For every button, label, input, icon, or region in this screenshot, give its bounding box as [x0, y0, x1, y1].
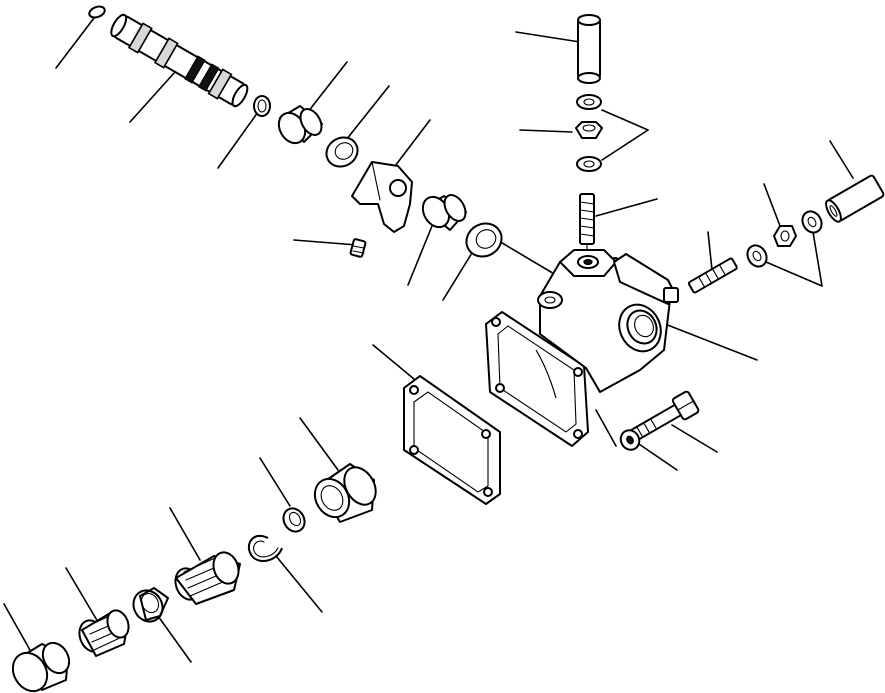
- leader-end-cap: [3, 603, 31, 651]
- piston-icon: [313, 463, 377, 523]
- o-ring-icon: [253, 95, 271, 117]
- leader-o-ring-small: [217, 111, 259, 169]
- leader-spring-seat: [157, 615, 192, 663]
- washer-hole-2: [583, 160, 595, 168]
- leader-bushing-middle: [407, 225, 433, 286]
- nut-icon: [575, 121, 603, 139]
- washer-hole: [583, 98, 595, 106]
- leader-bolt: [671, 424, 718, 453]
- nut-icon: [773, 225, 797, 247]
- screw-thread-b: [352, 250, 365, 254]
- leader-piston: [299, 417, 339, 471]
- leader-valve-housing: [664, 323, 758, 361]
- stud-thread-4: [579, 225, 595, 229]
- leader-spring-small: [65, 567, 99, 623]
- bore-shade: [535, 349, 557, 399]
- snap-ring-icon: [247, 535, 283, 563]
- leader-lever: [391, 119, 431, 171]
- leader-washer-right-a: [765, 261, 823, 287]
- leader-snap-ring: [275, 555, 323, 613]
- bolt-icon: [629, 390, 700, 442]
- leader-o-ring-top-left: [55, 17, 95, 69]
- lever-icon: [351, 161, 413, 233]
- leader-washer-top-b: [601, 129, 649, 161]
- leader-spring-large: [169, 507, 201, 561]
- stud-icon: [579, 193, 595, 273]
- leader-cap-top: [515, 31, 581, 43]
- leader-ring: [259, 457, 291, 507]
- leader-stud-right: [707, 231, 713, 271]
- spring-icon: [174, 551, 241, 605]
- leader-nut-top: [519, 129, 573, 133]
- leader-seal-upper: [345, 85, 390, 141]
- cap-icon: [11, 641, 71, 693]
- leader-valve-spool: [129, 71, 176, 123]
- leader-housing-bottom-a: [595, 409, 617, 447]
- seal-icon: [465, 222, 503, 258]
- cap-icon: [825, 174, 885, 223]
- washer-icon: [746, 244, 768, 268]
- housing-icon: [485, 249, 679, 447]
- o-ring-inner: [257, 99, 267, 113]
- leader-cap-right: [829, 140, 854, 179]
- stud-thread-1: [579, 201, 595, 205]
- stud-thread-3: [579, 217, 595, 221]
- washer-icon: [576, 156, 602, 172]
- o-ring-icon: [88, 5, 106, 19]
- leader-washer-bolt: [635, 441, 678, 471]
- leader-set-screw: [293, 239, 358, 246]
- stud-thread-2: [579, 209, 595, 213]
- screw-icon: [349, 238, 367, 258]
- bushing-icon: [277, 105, 323, 145]
- cap-icon: [577, 14, 601, 84]
- leader-washer-top-a: [601, 109, 649, 131]
- screw-thread-a: [352, 245, 365, 249]
- washer-icon: [801, 210, 823, 234]
- spool-icon: [110, 13, 249, 108]
- leader-nut-right: [763, 183, 781, 227]
- stud-thread-5: [579, 233, 595, 237]
- ring-icon: [282, 507, 306, 533]
- leader-lines: [3, 17, 854, 663]
- seal-icon: [325, 136, 359, 168]
- leader-seal-middle: [442, 247, 476, 301]
- nut-hole: [582, 124, 596, 132]
- washer-icon: [619, 429, 641, 451]
- bushing-icon: [421, 194, 467, 231]
- lever-edge: [371, 161, 381, 201]
- leader-housing-top: [491, 236, 557, 276]
- washer-icon: [576, 94, 602, 110]
- stud-icon: [687, 257, 738, 294]
- gasket-icon: [403, 375, 501, 505]
- leader-stud-vertical: [595, 198, 658, 217]
- spring-icon: [78, 609, 130, 657]
- leader-gasket: [372, 344, 421, 385]
- spring-seat-icon: [132, 587, 169, 623]
- leader-washer-right-b: [811, 225, 823, 287]
